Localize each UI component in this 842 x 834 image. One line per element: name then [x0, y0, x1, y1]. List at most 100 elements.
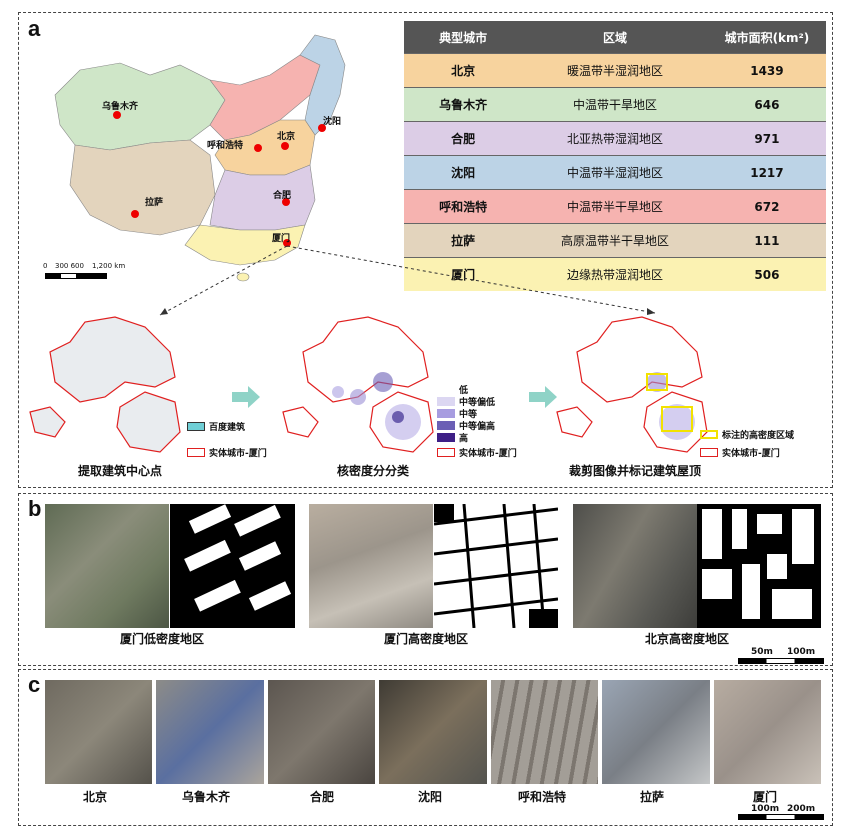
c-caption-beijing: 北京 — [83, 790, 108, 804]
mask-xiamen-high — [434, 504, 558, 628]
cell-area: 646 — [707, 87, 826, 122]
legend2-midlow: 中等偏低 — [437, 395, 495, 408]
cell-city: 合肥 — [404, 121, 523, 156]
map-city-hefei: 合肥 — [273, 191, 292, 201]
table-header-area: 城市面积(km²) — [707, 21, 826, 54]
cell-region: 中温带半湿润地区 — [522, 155, 708, 190]
cell-city: 拉萨 — [404, 223, 523, 258]
cell-area: 672 — [707, 189, 826, 224]
photo-c-urumqi — [156, 680, 264, 784]
map-scale-end: 1,200 km — [92, 262, 126, 270]
region-hefei — [209, 164, 316, 231]
legend-label: 实体城市-厦门 — [209, 449, 267, 459]
table-header-city: 典型城市 — [404, 21, 523, 54]
region-lhasa — [69, 139, 216, 236]
legend-label: 实体城市-厦门 — [722, 449, 780, 459]
map-city-shenyang: 沈阳 — [323, 117, 342, 127]
panel-c-label: c — [28, 672, 41, 697]
xiamen-centroids-map — [29, 316, 181, 453]
legend3-outline: 实体城市-厦门 — [700, 446, 780, 459]
c-caption-shenyang: 沈阳 — [418, 790, 443, 804]
photo-beijing-high — [573, 504, 697, 628]
b-scale-100: 100m — [787, 647, 816, 657]
legend1-outline: 实体城市-厦门 — [187, 446, 267, 459]
legend-label: 高 — [459, 434, 469, 444]
cell-area: 506 — [707, 257, 826, 291]
c-scale-100: 100m — [751, 804, 780, 814]
panel-a — [18, 12, 833, 488]
cell-region: 高原温带半干旱地区 — [522, 223, 708, 258]
cell-region: 中温带干旱地区 — [522, 87, 708, 122]
china-map — [54, 34, 346, 282]
map-scale-bar — [45, 273, 107, 279]
xiamen-labeled-map — [556, 316, 708, 453]
legend2-mid: 中等 — [437, 407, 477, 420]
step3-caption: 裁剪图像并标记建筑屋顶 — [569, 464, 702, 478]
legend3-highlight: 标注的高密度区域 — [700, 428, 794, 441]
cell-area: 971 — [707, 121, 826, 156]
table-header-row: 典型城市 区域 城市面积(km²) — [404, 21, 826, 54]
c-caption-xiamen: 厦门 — [753, 790, 778, 804]
legend-label: 标注的高密度区域 — [722, 431, 795, 441]
map-scale-0: 0 — [43, 262, 48, 270]
c-scale-200: 200m — [787, 804, 816, 814]
legend2-low: 低 — [437, 383, 468, 396]
legend-label: 中等 — [459, 410, 478, 420]
cell-region: 边缘热带湿润地区 — [522, 257, 708, 291]
photo-c-shenyang — [379, 680, 487, 784]
legend-label: 实体城市-厦门 — [459, 449, 517, 459]
b-scale-bar — [738, 658, 824, 664]
photo-c-beijing — [45, 680, 152, 784]
photo-c-hefei — [268, 680, 375, 784]
table-header-region: 区域 — [522, 21, 708, 54]
legend-label: 百度建筑 — [209, 423, 246, 433]
photo-c-xiamen — [714, 680, 821, 784]
photo-xiamen-low — [45, 504, 169, 628]
xiamen-kde-map — [282, 316, 434, 453]
cell-city: 北京 — [404, 53, 523, 88]
legend-label: 低 — [459, 386, 469, 396]
b-caption-xiamen-low: 厦门低密度地区 — [120, 632, 205, 646]
cell-city: 呼和浩特 — [404, 189, 523, 224]
b-caption-beijing-high: 北京高密度地区 — [645, 632, 730, 646]
map-city-hohhot: 呼和浩特 — [207, 141, 244, 151]
region-hohhot — [209, 54, 321, 141]
c-caption-lhasa: 拉萨 — [640, 790, 665, 804]
b-caption-xiamen-high: 厦门高密度地区 — [384, 632, 469, 646]
map-city-xiamen: 厦门 — [272, 234, 291, 244]
cell-region: 北亚热带湿润地区 — [522, 121, 708, 156]
panel-c — [18, 669, 833, 826]
map-city-urumqi: 乌鲁木齐 — [102, 102, 139, 112]
photo-c-hohhot — [491, 680, 598, 784]
legend2-midhigh: 中等偏高 — [437, 419, 495, 432]
cell-area: 1439 — [707, 53, 826, 88]
c-caption-hefei: 合肥 — [310, 790, 335, 804]
legend2-high: 高 — [437, 431, 468, 444]
map-city-lhasa: 拉萨 — [145, 198, 164, 208]
c-caption-urumqi: 乌鲁木齐 — [182, 790, 231, 804]
panel-b-label: b — [28, 496, 42, 521]
step-arrow-icon-1 — [232, 386, 260, 408]
map-city-beijing: 北京 — [277, 132, 296, 142]
c-caption-hohhot: 呼和浩特 — [518, 790, 567, 804]
legend2-outline: 实体城市-厦门 — [437, 446, 517, 459]
mask-xiamen-low — [170, 504, 295, 628]
region-xiamen — [184, 224, 306, 266]
mask-beijing-high — [697, 504, 821, 628]
step1-caption: 提取建筑中心点 — [78, 464, 163, 478]
cell-area: 111 — [707, 223, 826, 258]
cell-area: 1217 — [707, 155, 826, 190]
cell-region: 中温带半干旱地区 — [522, 189, 708, 224]
panel-a-label: a — [28, 16, 41, 41]
map-scale-mid: 300 600 — [55, 262, 84, 270]
photo-xiamen-high — [309, 504, 433, 628]
step2-caption: 核密度分分类 — [337, 464, 410, 478]
cell-region: 暖温带半湿润地区 — [522, 53, 708, 88]
legend-label: 中等偏高 — [459, 422, 496, 432]
